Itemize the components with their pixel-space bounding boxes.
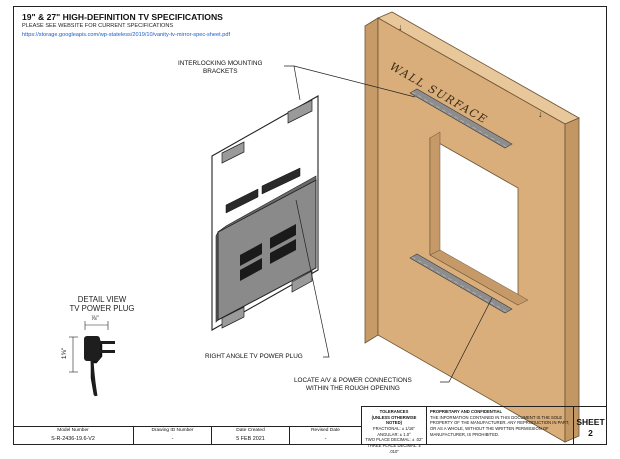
tolerances-subtitle: (UNLESS OTHERWISE NOTED)	[371, 414, 417, 426]
proprietary-text: THE INFORMATION CONTAINED IN THIS DOCUME…	[430, 414, 570, 437]
svg-text:↓: ↓	[538, 109, 543, 119]
date-created-cell: Date Created 5 FEB 2021	[211, 426, 289, 445]
sheet-label: SHEET	[576, 417, 605, 427]
tol-fractional: FRACTIONAL: ± 1/16"	[373, 426, 415, 432]
revised-date-cell: Revised Date -	[289, 426, 361, 445]
brackets-callout: INTERLOCKING MOUNTING BRACKETS	[178, 60, 263, 75]
date-created-value: 5 FEB 2021	[236, 436, 265, 442]
svg-text:↓: ↓	[398, 22, 403, 32]
tol-three-place: THREE PLACE DECIMAL: ± .010"	[367, 443, 421, 454]
drawing-id-value: -	[171, 436, 174, 442]
model-number-cell: Model Number S-R-2436-19.6-V2	[13, 426, 133, 445]
sheet-cell: SHEET 2	[573, 406, 607, 445]
brackets-label: INTERLOCKING MOUNTING BRACKETS	[178, 60, 263, 75]
leader-lines	[284, 65, 493, 383]
detail-dim-width: ⅞"	[91, 315, 99, 322]
proprietary-title: PROPRIETARY AND CONFIDENTIAL	[430, 409, 503, 414]
tol-angular: ANGULAR: ± 1.0°	[377, 431, 411, 437]
sheet-number: 2	[588, 428, 593, 438]
wall-frame: ↓ ↓	[364, 11, 580, 443]
drawing-id-label: Drawing ID Number	[151, 428, 194, 433]
page-title: 19" & 27" HIGH-DEFINITION TV SPECIFICATI…	[22, 12, 223, 22]
date-created-label: Date Created	[236, 428, 265, 433]
detail-view-title: DETAIL VIEW TV POWER PLUG	[69, 295, 135, 313]
drawing-border	[13, 6, 607, 445]
power-plug-icon	[69, 321, 115, 397]
power-plug-callout: RIGHT ANGLE TV POWER PLUG	[205, 353, 303, 360]
drawing-id-cell: Drawing ID Number -	[133, 426, 211, 445]
locate-callout: LOCATE A/V & POWER CONNECTIONS WITHIN TH…	[294, 377, 412, 392]
revised-date-label: Revised Date	[311, 428, 340, 433]
tolerances-title: TOLERANCES	[379, 409, 409, 414]
detail-dim-height: 1⅝"	[61, 347, 69, 360]
tolerances-cell: TOLERANCES (UNLESS OTHERWISE NOTED) FRAC…	[361, 406, 426, 454]
mirror-panel	[211, 95, 319, 331]
proprietary-cell: PROPRIETARY AND CONFIDENTIAL THE INFORMA…	[426, 406, 573, 445]
model-number-label: Model Number	[57, 428, 89, 433]
title-block: Model Number S-R-2436-19.6-V2 Drawing ID…	[13, 406, 607, 454]
tol-two-place: TWO PLACE DECIMAL: ± .02"	[365, 437, 423, 443]
revised-date-value: -	[324, 436, 327, 442]
page-subtitle: PLEASE SEE WEBSITE FOR CURRENT SPECIFICA…	[22, 23, 174, 29]
spec-sheet-link[interactable]: https://storage.googleapis.com/wp-statel…	[22, 32, 230, 38]
model-number-value: S-R-2436-19.6-V2	[51, 436, 95, 442]
